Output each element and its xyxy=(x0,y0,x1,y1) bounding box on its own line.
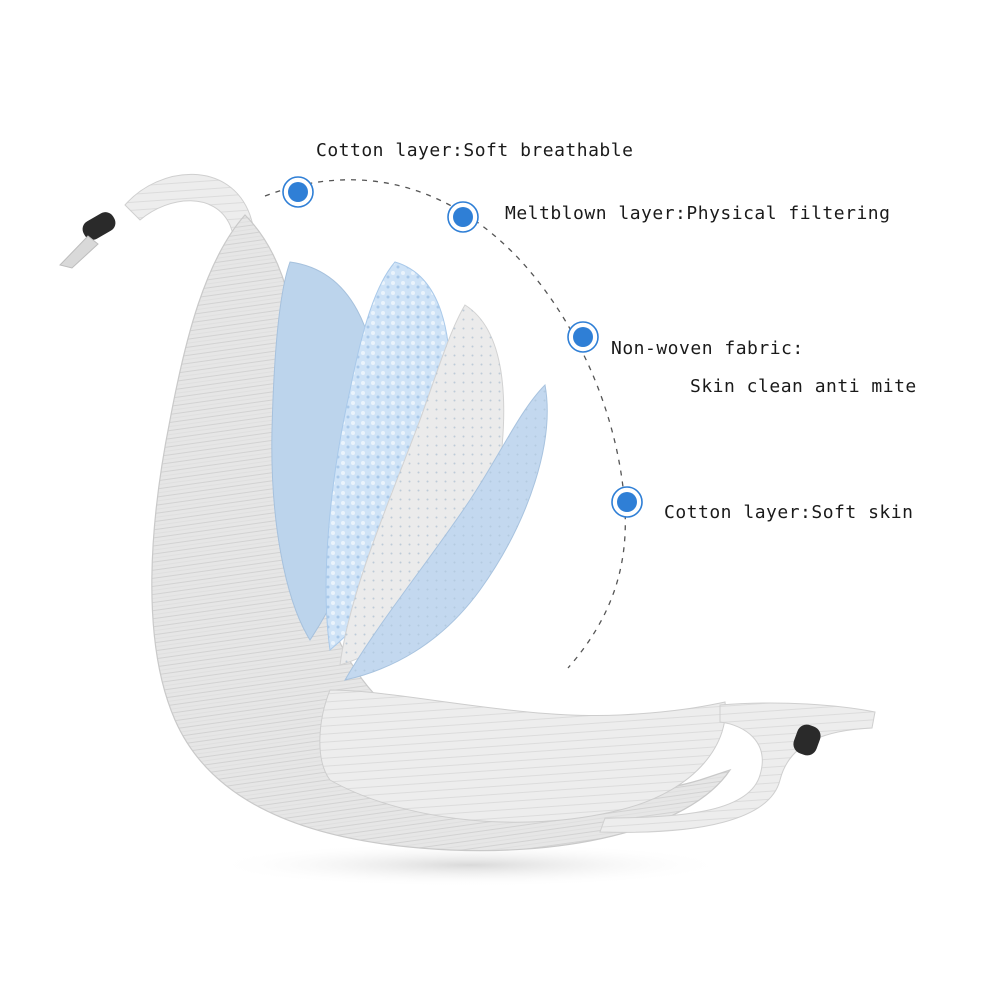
label-cotton-inner: Cotton layer:Soft skin xyxy=(664,502,914,523)
label-cotton-outer: Cotton layer:Soft breathable xyxy=(316,140,634,161)
left-ear-toggle xyxy=(82,212,116,240)
marker-cotton-outer xyxy=(282,176,314,208)
marker-meltblown xyxy=(447,201,479,233)
front-cotton-panel xyxy=(319,689,727,823)
label-meltblown: Meltblown layer:Physical filtering xyxy=(505,203,891,224)
left-strap-tip xyxy=(59,235,99,269)
guide-arc xyxy=(264,179,626,669)
label-non-woven-detail: Skin clean anti mite xyxy=(690,376,917,397)
inner-cotton-texture xyxy=(345,385,548,680)
marker-cotton-inner xyxy=(611,486,643,518)
label-non-woven-title: Non-woven fabric: xyxy=(611,338,804,359)
right-ear-toggle xyxy=(793,724,821,756)
ground-shadow xyxy=(210,843,730,887)
non-woven-texture xyxy=(340,305,504,665)
marker-non-woven xyxy=(567,321,599,353)
